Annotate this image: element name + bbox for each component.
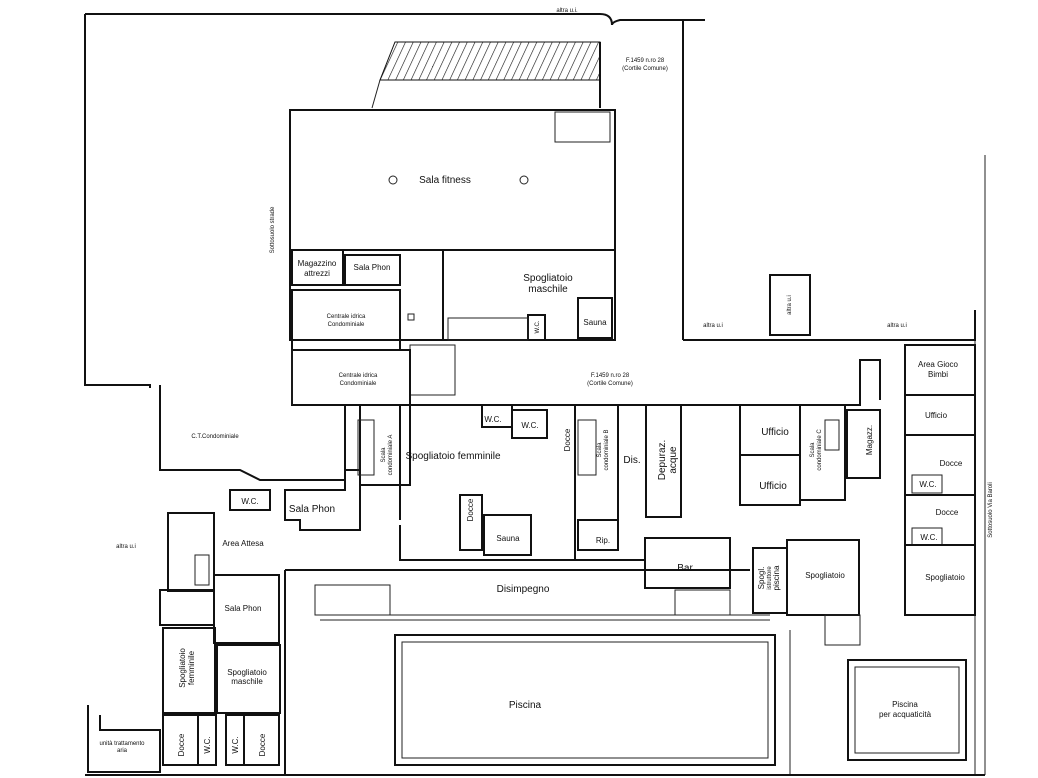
- label-docce: Docce: [177, 733, 186, 756]
- label-cortile-mid-sub: (Cortile Comune): [587, 381, 633, 387]
- label-area-gioco-sub: Bimbi: [928, 370, 948, 379]
- label-docce: Docce: [466, 498, 475, 521]
- label-wc: W.C.: [231, 736, 240, 753]
- label-spogliatoio-istruttore: Spogl.: [757, 567, 766, 590]
- label-rip: Rip.: [596, 536, 610, 545]
- label-altra-ui: altra u.i: [787, 295, 793, 315]
- label-ufficio: Ufficio: [925, 411, 948, 420]
- label-sauna: Sauna: [496, 534, 520, 543]
- label-spogliatoio: Spogliatoio: [805, 571, 845, 580]
- label-sala-phon: Sala Phon: [289, 504, 335, 515]
- label-wc: W.C.: [241, 497, 258, 506]
- label-sala-phon: Sala Phon: [354, 263, 391, 272]
- label-disimpegno: Disimpegno: [497, 584, 550, 595]
- label-docce: Docce: [563, 428, 572, 451]
- label-spogliatoio-femminile: Spogliatoio femminile: [405, 451, 500, 462]
- label-centrale-idrica-sub: Condominiale: [328, 322, 365, 328]
- label-cortile-top-sub: (Cortile Comune): [622, 66, 668, 72]
- label-area-gioco: Area Gioco: [918, 360, 959, 369]
- label-ufficio: Ufficio: [759, 481, 787, 492]
- label-ufficio: Ufficio: [761, 427, 789, 438]
- label-scala-a: Scala: [381, 447, 387, 463]
- label-piscina: Piscina: [509, 700, 542, 711]
- label-magazzino: Magazzino: [298, 259, 337, 268]
- label-docce: Docce: [940, 459, 963, 468]
- label-wc: W.C.: [535, 320, 541, 333]
- label-uta-sub: aria: [117, 748, 128, 754]
- label-scala-b: Scala: [597, 442, 603, 458]
- label-sala-fitness: Sala fitness: [419, 175, 471, 186]
- label-piscina-acquaticita: Piscina: [892, 700, 918, 709]
- label-scala-c: Scala: [810, 442, 816, 458]
- label-spogliatoio: Spogliatoio: [925, 573, 965, 582]
- label-wc: W.C.: [484, 415, 501, 424]
- label-sottosuolo-via: Sottosuolo Via Baroli: [988, 482, 994, 538]
- label-sala-phon: Sala Phon: [225, 604, 262, 613]
- label-spogliatoio-istruttore-2: istruttore: [767, 566, 773, 590]
- walls: [84, 13, 986, 776]
- label-uta: unità trattamento: [99, 741, 145, 747]
- label-ct-condominiale: C.T.Condominiale: [191, 434, 239, 440]
- label-spogliatoio-istruttore-3: piscina: [772, 565, 781, 590]
- label-altra-ui: altra u.i: [703, 323, 723, 329]
- label-spogliatoio-maschile: Spogliatoio: [523, 273, 573, 284]
- label-spogliatoio-femminile: Spogliatoio: [178, 648, 187, 688]
- label-altra-ui: altra u.i: [116, 544, 136, 550]
- label-wc: W.C.: [203, 736, 212, 753]
- label-scala-b-sub: condominiale B: [604, 429, 610, 470]
- label-sauna: Sauna: [583, 318, 607, 327]
- label-depurazione: Depuraz.: [657, 440, 668, 481]
- label-wc: W.C.: [919, 480, 936, 489]
- label-piscina-acquaticita-sub: per acquaticità: [879, 710, 932, 719]
- label-spogliatoio-maschile-sub: maschile: [528, 284, 568, 295]
- label-centrale-idrica-2-sub: Condominiale: [340, 381, 377, 387]
- label-spogliatoio-maschile: Spogliatoio: [227, 668, 267, 677]
- label-bar: Bar: [677, 563, 693, 574]
- label-area-attesa: Area Attesa: [222, 539, 264, 548]
- hatched-area: [379, 41, 601, 81]
- label-spogliatoio-maschile-sub: maschile: [231, 677, 263, 686]
- label-magazzino-c: Magazz.: [865, 425, 874, 455]
- label-docce: Docce: [936, 508, 959, 517]
- label-scala-c-sub: condominiale C: [817, 429, 823, 471]
- label-sottosuolo-strade: Sottosuolo strade: [270, 206, 276, 253]
- label-centrale-idrica-2: Centrale idrica: [339, 373, 378, 379]
- label-magazzino-sub: attrezzi: [304, 269, 330, 278]
- label-spogliatoio-femminile-sub: femminile: [187, 650, 196, 685]
- label-centrale-idrica: Centrale idrica: [327, 314, 366, 320]
- label-dis: Dis.: [623, 455, 640, 466]
- label-wc: W.C.: [521, 421, 538, 430]
- label-docce: Docce: [258, 733, 267, 756]
- label-cortile-mid: F.1459 n.ro 28: [591, 373, 630, 379]
- label-cortile-top: F.1459 n.ro 28: [626, 58, 665, 64]
- label-wc: W.C.: [920, 533, 937, 542]
- label-altra-ui: altra u.i: [887, 323, 907, 329]
- label-altra-ui-top: altra u.i.: [556, 8, 578, 14]
- label-depurazione-sub: acque: [668, 446, 679, 474]
- label-scala-a-sub: condominiale A: [388, 435, 394, 476]
- room-labels: altra u.i. F.1459 n.ro 28 (Cortile Comun…: [99, 8, 994, 756]
